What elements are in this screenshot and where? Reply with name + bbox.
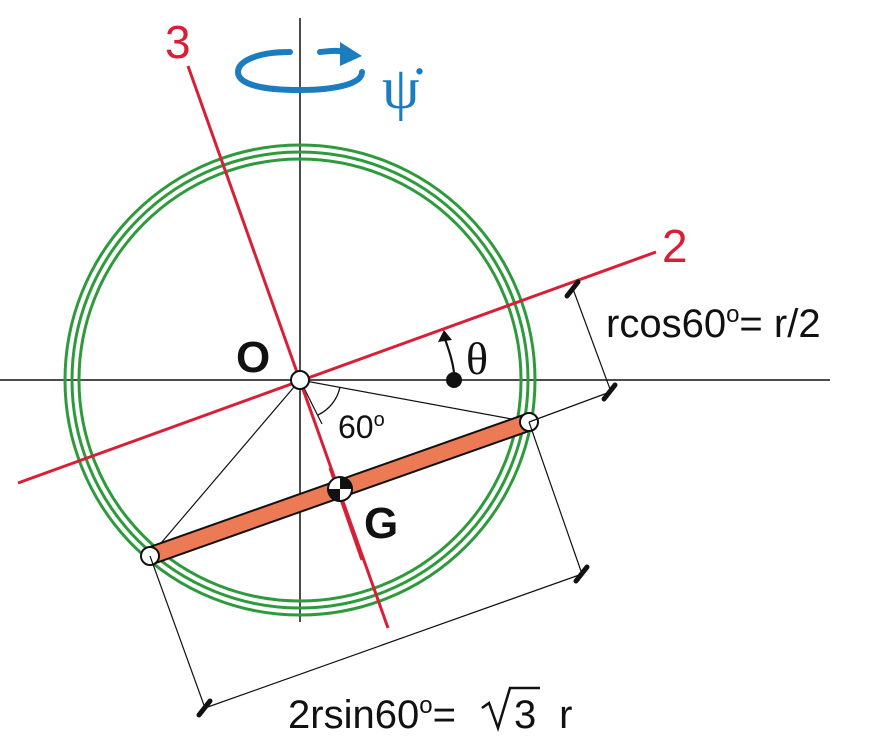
axis-2-label: 2 xyxy=(662,220,688,272)
angle-label: 60o xyxy=(338,409,385,445)
dimension-tick xyxy=(196,698,213,718)
dimension-tick xyxy=(601,382,618,402)
rsin-r-label: r xyxy=(548,693,572,737)
ring xyxy=(63,143,537,617)
psi-dot-label: ψ̇ xyxy=(382,55,424,121)
rotation-arrow-head xyxy=(340,42,362,66)
axis-3-label: 3 xyxy=(165,16,191,68)
center-of-mass-symbol-icon xyxy=(327,476,353,502)
theta-label: θ xyxy=(466,333,488,384)
sqrt-sign xyxy=(481,686,540,732)
dimension-tick xyxy=(573,564,590,584)
angle-arc xyxy=(317,386,341,416)
sqrt-number: 3 xyxy=(514,693,536,737)
dimension-rsin xyxy=(149,421,583,709)
theta-direction-arrow-icon xyxy=(438,330,462,388)
dimension-rcos xyxy=(528,288,611,423)
rsin-label: 2rsin60o= xyxy=(288,692,456,737)
origin-label: O xyxy=(236,333,270,382)
rcos-label: rcos60o= r/2 xyxy=(606,301,821,346)
axis-3-line xyxy=(186,65,390,629)
center-of-mass-label: G xyxy=(364,499,398,548)
origin-pin xyxy=(290,370,310,390)
axis-2-line xyxy=(17,250,657,485)
dimension-tick xyxy=(564,279,581,299)
